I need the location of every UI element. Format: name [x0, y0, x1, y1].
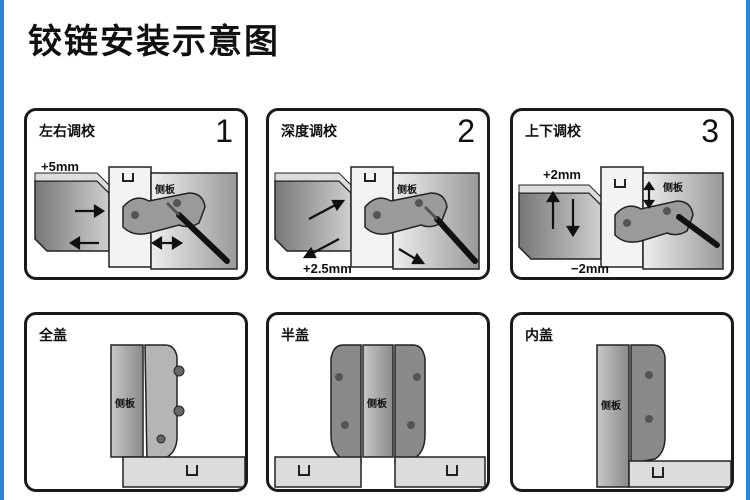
full-overlay-illustration: 侧板: [110, 344, 245, 488]
panel-half-overlay: 半盖 侧板: [266, 312, 490, 492]
hinge-body: [614, 200, 694, 243]
inset-illustration: 侧板: [596, 344, 731, 488]
screwdriver: [676, 214, 720, 248]
panel-number: 3: [701, 113, 719, 149]
side-panel-label: 侧板: [367, 397, 388, 410]
hinge-body: [144, 344, 178, 465]
side-panel-label: 侧板: [115, 397, 136, 410]
door-panel: [628, 460, 731, 488]
adjust-value-up: +2mm: [543, 167, 581, 182]
hinge-adjust-illustration: 侧板: [518, 166, 724, 270]
hinge-body-left: [330, 344, 362, 464]
panel-depth-adjust: 深度调校 2 +2.5mm 侧板: [266, 108, 490, 280]
panel-full-overlay: 全盖 侧板: [24, 312, 248, 492]
side-panel-label: 侧板: [397, 183, 418, 196]
panel-label: 全盖: [39, 328, 67, 344]
hinge-body: [630, 344, 666, 464]
panel-label: 上下调校: [525, 124, 581, 140]
door-shape: [518, 192, 602, 260]
side-panel-label: 侧板: [663, 181, 684, 194]
side-panel-label: 侧板: [601, 399, 622, 412]
adjust-arrows: [546, 181, 656, 238]
door-panel-right: [394, 456, 486, 488]
half-overlay-illustration: 侧板: [274, 344, 486, 488]
panel-label: 左右调校: [39, 124, 95, 140]
panel-number: 2: [457, 113, 475, 149]
panel-label: 内盖: [525, 328, 553, 344]
screwdriver: [176, 212, 230, 264]
door-panel: [122, 456, 245, 488]
side-panel-label: 侧板: [155, 183, 176, 196]
adjust-arrows: [68, 204, 184, 250]
side-panel: [596, 344, 630, 488]
panel-number: 1: [215, 113, 233, 149]
door-shape: [34, 180, 110, 252]
hinge-body-right: [394, 344, 426, 464]
adjust-value-down: −2mm: [571, 261, 609, 276]
panel-inset: 内盖 侧板: [510, 312, 734, 492]
side-panel: [110, 344, 144, 458]
panel-height-adjust: 上下调校 3 +2mm −2mm 侧板: [510, 108, 734, 280]
page-title: 铰链安装示意图: [28, 22, 280, 62]
panel-label: 深度调校: [281, 124, 337, 140]
adjust-value: +5mm: [41, 159, 79, 174]
adjust-arrows: [302, 199, 426, 265]
side-panel: [362, 344, 394, 458]
hinge-adjust-illustration: 侧板: [274, 166, 480, 270]
door-panel-left: [274, 456, 362, 488]
panel-label: 半盖: [281, 328, 309, 344]
hinge-adjust-illustration: 侧板: [34, 166, 238, 270]
adjust-value: +2.5mm: [303, 261, 352, 276]
panel-left-right-adjust: 左右调校 1 +5mm 侧板: [24, 108, 248, 280]
screwdriver: [434, 216, 478, 264]
